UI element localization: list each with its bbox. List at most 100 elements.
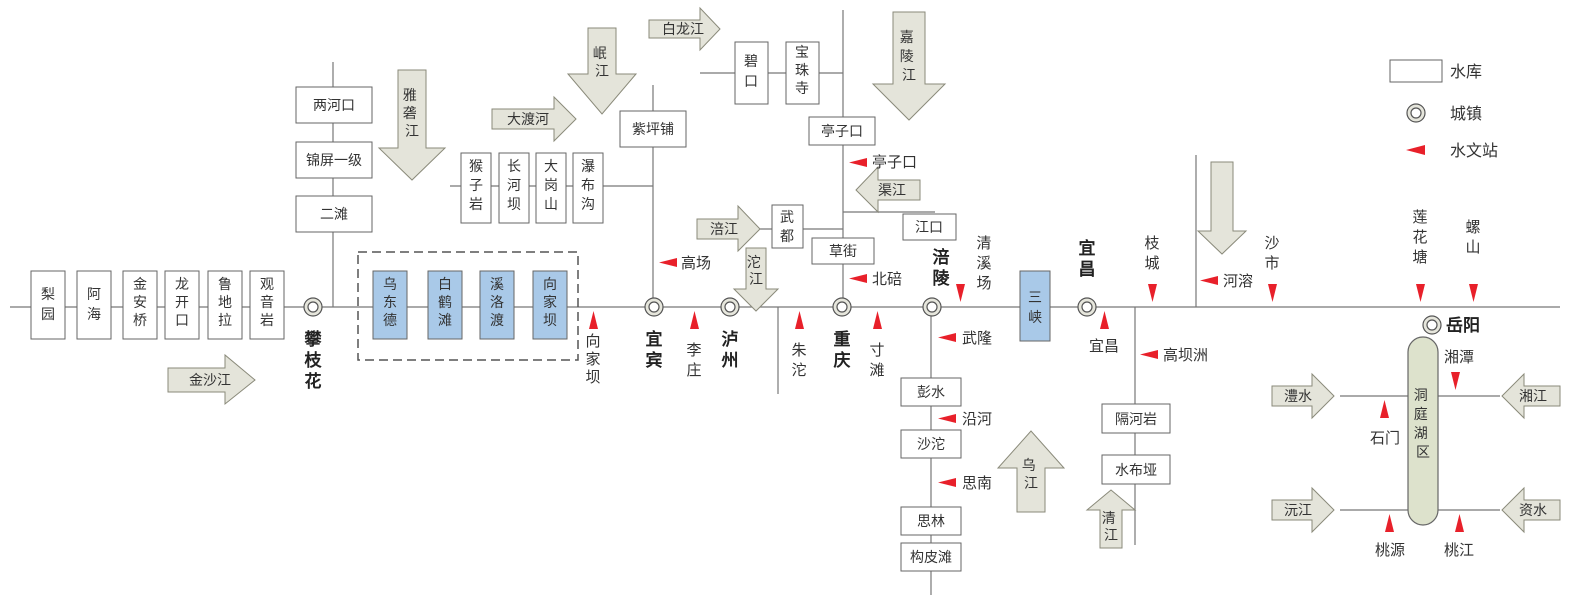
station-luoshan-label: 螺山 [1465, 218, 1480, 256]
town-chongqing-label: 重庆 [834, 329, 851, 371]
station-tingzikou-label: 亭子口 [872, 153, 917, 171]
reservoir-xiangjiaba-label: 向家坝 [543, 277, 557, 329]
station-lizhuang-label: 李庄 [686, 341, 701, 379]
reservoir-goupitan-label: 构皮滩 [910, 550, 952, 566]
yalong-char3: 江 [405, 124, 419, 140]
station-shashi-icon [1268, 284, 1277, 302]
yalong-char2: 砻 [403, 106, 417, 122]
jialing-char2: 陵 [900, 49, 914, 65]
station-beibei-icon [849, 274, 867, 283]
qing-arrow [1085, 489, 1137, 549]
station-wulong-icon [938, 333, 956, 342]
station-gaochang-label: 高场 [681, 254, 711, 272]
reservoir-shatuo [900, 429, 962, 459]
reservoir-sanxia [1019, 270, 1051, 342]
station-taoyuan-icon [1385, 514, 1394, 532]
reservoir-tingzikou [808, 116, 876, 146]
station-taojiang-label: 桃江 [1444, 541, 1474, 559]
town-labels: 攀枝花 宜宾 泸州 重庆 涪陵 宜昌 岳阳 [304, 238, 1481, 392]
reservoir-ludila-label: 鲁地拉 [218, 277, 232, 329]
reservoir-geheyan [1101, 403, 1171, 434]
station-wulong-label: 武隆 [962, 329, 992, 347]
station-taojiang-icon [1455, 514, 1464, 532]
reservoir-silin-label: 思林 [917, 514, 945, 530]
reservoir-sanxia-label: 三峡 [1028, 290, 1042, 326]
reservoirs-horizontal: 两河口 锦屏一级 二滩 紫坪铺 亭子口 草街 江口 彭水 沙沱 思林 构皮滩 隔… [295, 86, 1171, 572]
station-yichang-label: 宜昌 [1089, 337, 1119, 355]
bailong-arrow [648, 6, 721, 52]
dongting-lake [1407, 336, 1439, 526]
station-tingzikou-icon [849, 158, 867, 167]
station-zhutuo-icon [795, 311, 804, 329]
station-gaobazhou-icon [1140, 350, 1158, 359]
reservoir-wudu [771, 204, 804, 249]
reservoir-ahai [76, 270, 112, 340]
lou-label: 澧水 [1284, 389, 1312, 405]
reservoir-wudongde-label: 乌东德 [383, 277, 397, 329]
reservoir-houziyan [460, 152, 492, 224]
station-taoyuan-label: 桃源 [1375, 541, 1405, 559]
yalong-char1: 雅 [403, 88, 417, 104]
qu-arrow [855, 165, 921, 214]
jialing-char1: 嘉 [900, 30, 914, 46]
xiang-label: 湘江 [1519, 389, 1547, 405]
fu-label: 涪江 [710, 222, 738, 238]
lou-arrow [1271, 372, 1335, 420]
station-xiangtan-label: 湘潭 [1444, 348, 1474, 366]
juzhang-arrow [1196, 161, 1248, 255]
cascade-group-box [357, 251, 579, 361]
reservoir-pubugou-label: 瀑布沟 [581, 159, 595, 213]
wu-label: 乌 江 [1022, 458, 1040, 492]
legend: 水库 城镇 水文站 [1389, 59, 1498, 160]
reservoir-pubugou [572, 152, 604, 224]
reservoir-ertan-label: 二滩 [320, 207, 348, 223]
min-char1: 岷 [593, 46, 607, 62]
station-cuntan-label: 寸滩 [869, 341, 884, 379]
station-herong-label: 河溶 [1223, 272, 1253, 290]
station-herong-icon [1200, 276, 1218, 285]
station-qingxichang-label: 清溪场 [976, 234, 991, 292]
yalong-label: 雅 砻 江 [403, 88, 421, 140]
reservoir-xiluodu-label: 溪洛渡 [490, 277, 504, 329]
reservoir-baihetan-label: 白鹤滩 [438, 277, 452, 329]
tuo-char1: 沱 [747, 254, 761, 271]
qing-char1: 清 [1102, 511, 1116, 527]
reservoir-houziyan-label: 猴子岩 [469, 159, 483, 213]
reservoir-lianghekou-label: 两河口 [313, 98, 355, 114]
station-zhutuo-label: 朱沱 [791, 341, 806, 379]
jialing-arrow [871, 11, 947, 121]
reservoirs: 梨园 阿海 金安桥 龙开口 鲁地拉 观音岩 乌东德 白鹤滩 溪洛渡 向家坝 猴子… [30, 41, 1051, 342]
zi-arrow [1501, 486, 1561, 534]
dadu-label: 大渡河 [507, 112, 549, 128]
reservoir-liyuan-label: 梨园 [41, 287, 55, 323]
station-shimen-label: 石门 [1370, 429, 1400, 447]
qing-label: 清 江 [1102, 511, 1120, 544]
station-zhicheng-icon [1148, 284, 1157, 302]
legend-reservoir-label: 水库 [1450, 62, 1482, 81]
reservoir-baihetan [427, 270, 463, 340]
min-arrow [566, 27, 638, 115]
town-yichang-label: 宜昌 [1079, 238, 1096, 280]
reservoir-jiangkou [902, 213, 957, 241]
reservoir-goupitan [900, 542, 962, 572]
station-yanhe-label: 沿河 [962, 410, 992, 428]
station-labels: 向家坝 高场 李庄 朱沱 亭子口 北碚 寸滩 清溪场 武隆 沿河 思南 宜昌 枝… [585, 153, 1480, 559]
station-xiangjiaba-label: 向家坝 [585, 332, 600, 386]
reservoir-pengshui-label: 彭水 [917, 385, 945, 401]
reservoir-jinanqiao [122, 270, 158, 340]
reservoir-shatuo-label: 沙沱 [917, 436, 945, 453]
reservoir-geheyan-label: 隔河岩 [1115, 412, 1157, 428]
tuo-char2: 江 [749, 272, 763, 288]
zi-label: 资水 [1519, 503, 1547, 519]
station-gaochang-icon [659, 258, 677, 267]
dongting-label: 洞 庭 湖 区 [1414, 388, 1432, 461]
qing-char2: 江 [1104, 528, 1118, 544]
jinsha-arrow [167, 353, 256, 406]
reservoir-guanyinyan [249, 270, 285, 340]
tributary-arrows: 金沙江 雅 砻 江 大渡河 岷 江 白龙江 嘉 陵 江 渠江 [167, 6, 1561, 549]
wu-char1: 乌 [1022, 458, 1036, 474]
min-char2: 江 [595, 64, 609, 80]
town-luzhou-label: 泸州 [721, 330, 739, 371]
reservoir-baozhusi-label: 宝珠寺 [795, 45, 809, 97]
reservoir-jinanqiao-label: 金安桥 [133, 277, 147, 329]
